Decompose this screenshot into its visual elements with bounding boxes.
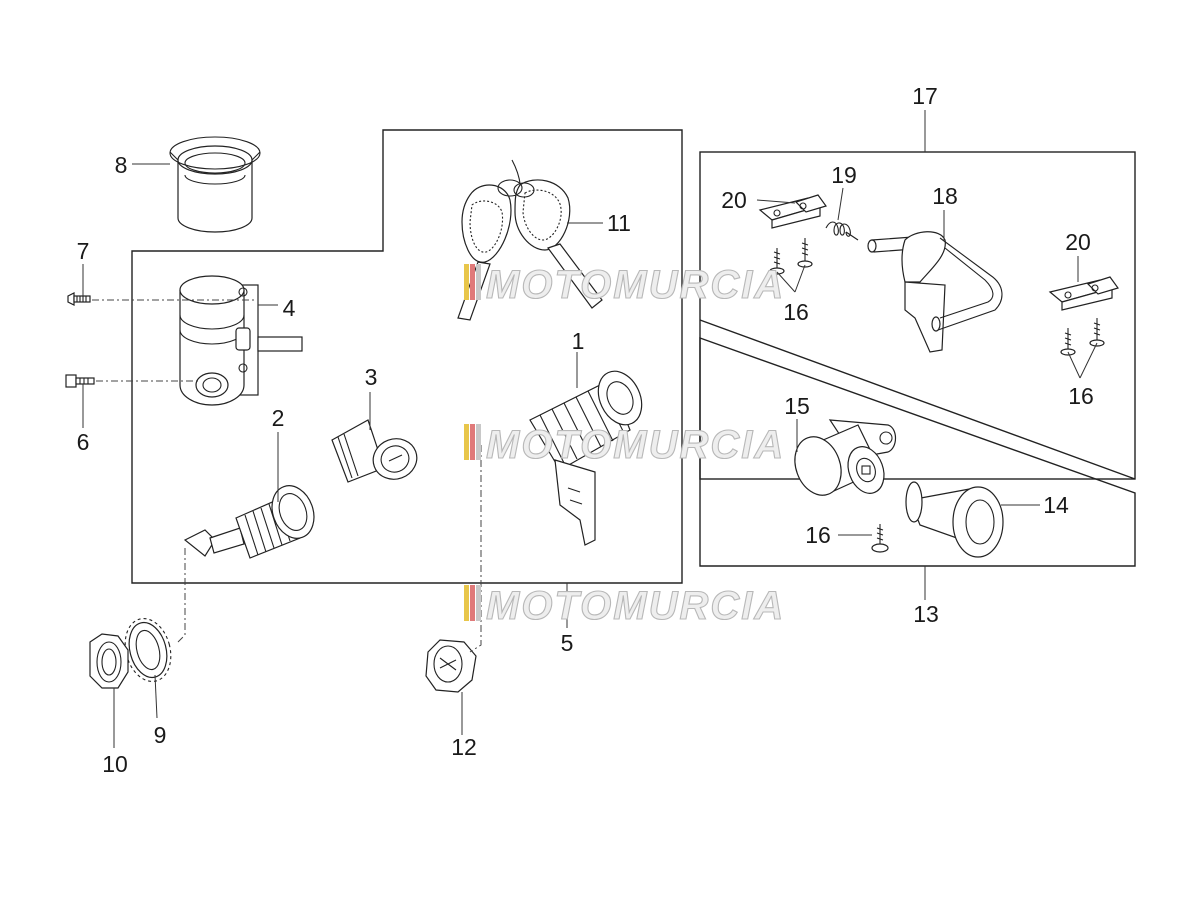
callout-9: 9 <box>154 722 167 748</box>
watermark-1: MOTOMURCIA <box>464 262 785 308</box>
callout-20-b: 20 <box>1065 229 1091 255</box>
callout-18: 18 <box>932 183 958 209</box>
part-20-clip-left <box>758 194 827 229</box>
part-4-ignition-lock <box>179 275 303 406</box>
part-8-bushing <box>169 136 261 233</box>
callout-2: 2 <box>272 405 285 431</box>
part-12-nut <box>425 639 477 693</box>
part-7-screw <box>67 292 91 306</box>
callout-14: 14 <box>1043 492 1069 518</box>
callout-3: 3 <box>365 364 378 390</box>
leader-lines <box>82 110 1098 748</box>
group-box-13 <box>699 337 1136 567</box>
part-2-lock-barrel <box>183 485 315 559</box>
callout-1: 1 <box>572 328 585 354</box>
watermark-text-2: MOTOMURCIA <box>486 423 785 467</box>
callout-20-a: 20 <box>721 187 747 213</box>
callout-5: 5 <box>561 630 574 656</box>
part-14-sleeve <box>905 481 1004 558</box>
callout-10: 10 <box>102 751 128 777</box>
watermark-2: MOTOMURCIA <box>464 422 785 468</box>
alignment-line-2 <box>177 548 186 643</box>
callout-6: 6 <box>77 429 90 455</box>
callout-16-a: 16 <box>783 299 809 325</box>
part-16-screw-e <box>871 524 889 553</box>
part-1-latch-lock <box>529 370 643 546</box>
part-15-cam-lock <box>794 419 897 496</box>
part-16-screw-c <box>1060 328 1076 356</box>
callout-13: 13 <box>913 601 939 627</box>
group-box-divider <box>699 319 1136 480</box>
part-19-spring <box>825 221 859 241</box>
watermark-text-3: MOTOMURCIA <box>486 584 785 628</box>
part-16-screw-b <box>797 238 813 268</box>
callout-16-c: 16 <box>805 522 831 548</box>
callout-17: 17 <box>912 83 938 109</box>
part-20-clip-right <box>1048 276 1119 311</box>
callout-11: 11 <box>607 210 631 236</box>
part-6-screw <box>65 374 95 388</box>
part-11-keys <box>457 159 603 321</box>
callout-7: 7 <box>77 238 90 264</box>
callout-12: 12 <box>451 734 477 760</box>
watermark-text-1: MOTOMURCIA <box>486 263 785 307</box>
callout-15: 15 <box>784 393 810 419</box>
callout-16-b: 16 <box>1068 383 1094 409</box>
part-16-screw-a <box>769 248 785 275</box>
callout-4: 4 <box>283 295 296 321</box>
part-16-screw-d <box>1089 318 1105 347</box>
part-3-lock-cylinder <box>331 419 418 483</box>
part-10-nut <box>89 633 129 689</box>
watermark-3: MOTOMURCIA <box>464 583 785 629</box>
callout-8: 8 <box>115 152 128 178</box>
alignment-line-12 <box>469 445 482 653</box>
part-18-latch-lever <box>867 231 1003 353</box>
group-box-5 <box>131 129 683 584</box>
callout-19: 19 <box>831 162 857 188</box>
group-box-17 <box>699 151 1136 480</box>
